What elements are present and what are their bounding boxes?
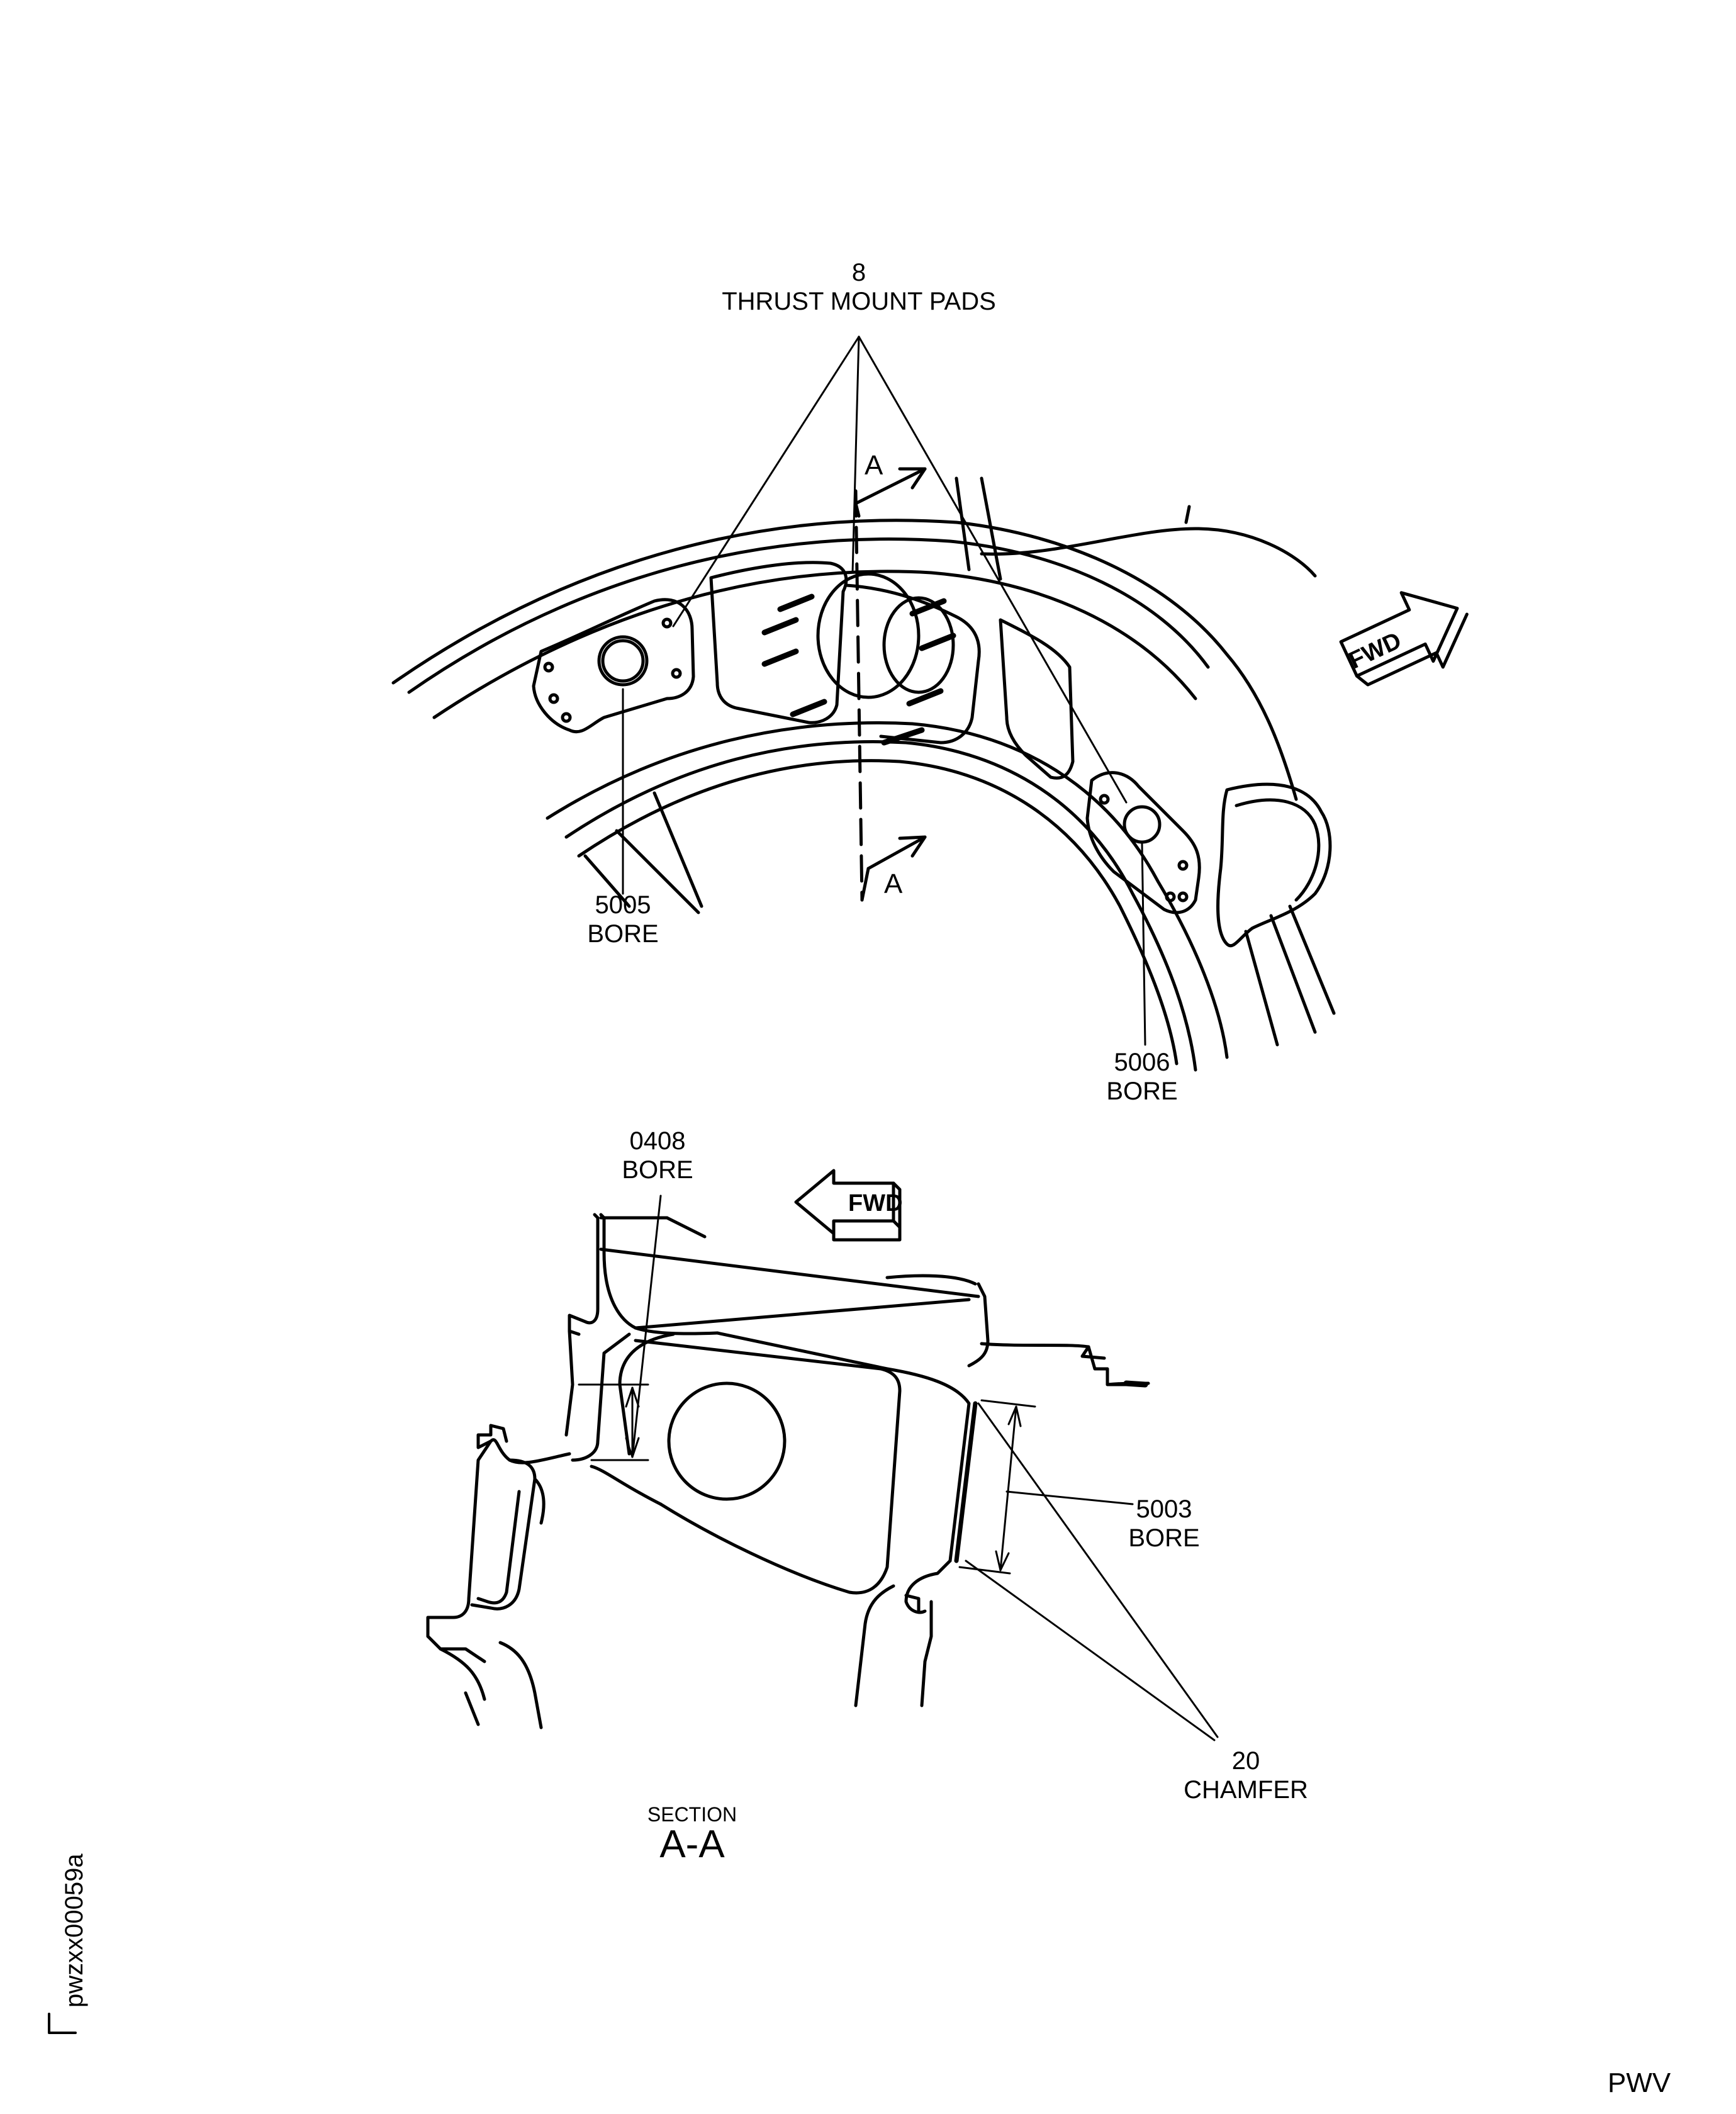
fwd-arrow-top	[1339, 591, 1469, 687]
figure-id-bracket	[48, 2013, 77, 2034]
case-ring	[391, 476, 1336, 1072]
dim-5003	[958, 1399, 1134, 1575]
figure-id: pwzxx00059a	[60, 1853, 88, 2008]
bore-5005-text: BORE	[587, 920, 659, 948]
center-thrust-pad	[709, 561, 981, 746]
fwd-arrow-section	[794, 1169, 902, 1242]
left-thrust-pad	[532, 598, 695, 734]
chamfer-leaders	[965, 1402, 1219, 1741]
footer-code: PWV	[1608, 2067, 1671, 2098]
section-mark-bottom: A	[884, 869, 903, 899]
bore-5005-label: 5005 BORE	[566, 891, 680, 948]
right-thrust-pad	[1085, 771, 1201, 914]
thrust-pads-count: 8	[851, 259, 866, 286]
bore-0408-number: 0408	[629, 1127, 686, 1155]
section-arrow-top	[854, 467, 927, 505]
section-cut-line	[854, 489, 864, 902]
chamfer-label: 20 CHAMFER	[1170, 1746, 1321, 1804]
bore-0408-text: BORE	[622, 1156, 693, 1184]
section-title-small: SECTION	[647, 1803, 737, 1826]
chamfer-number: 20	[1231, 1747, 1260, 1775]
leader-lines-top	[622, 335, 1146, 1046]
thrust-mount-pads-label: 8 THRUST MOUNT PADS	[711, 258, 1007, 316]
bore-0408-label: 0408 BORE	[601, 1127, 714, 1184]
section-bore-circle	[667, 1381, 787, 1501]
bore-5003-text: BORE	[1128, 1524, 1200, 1552]
dim-0408	[578, 1195, 662, 1461]
section-mark-top: A	[865, 450, 883, 481]
section-title-big: A-A	[659, 1823, 725, 1866]
bore-5006-text: BORE	[1106, 1077, 1178, 1105]
chamfer-text: CHAMFER	[1184, 1776, 1308, 1804]
bore-5005-number: 5005	[595, 891, 651, 919]
bore-5006-label: 5006 BORE	[1085, 1048, 1199, 1106]
bore-5003-number: 5003	[1136, 1495, 1192, 1523]
section-arrow-bottom	[860, 835, 927, 902]
bore-5006-number: 5006	[1114, 1049, 1170, 1076]
bore-5003-label: 5003 BORE	[1107, 1495, 1221, 1553]
section-outline	[426, 1213, 1150, 1729]
fwd-text-section: FWD	[848, 1190, 903, 1217]
thrust-pads-text: THRUST MOUNT PADS	[722, 288, 996, 315]
